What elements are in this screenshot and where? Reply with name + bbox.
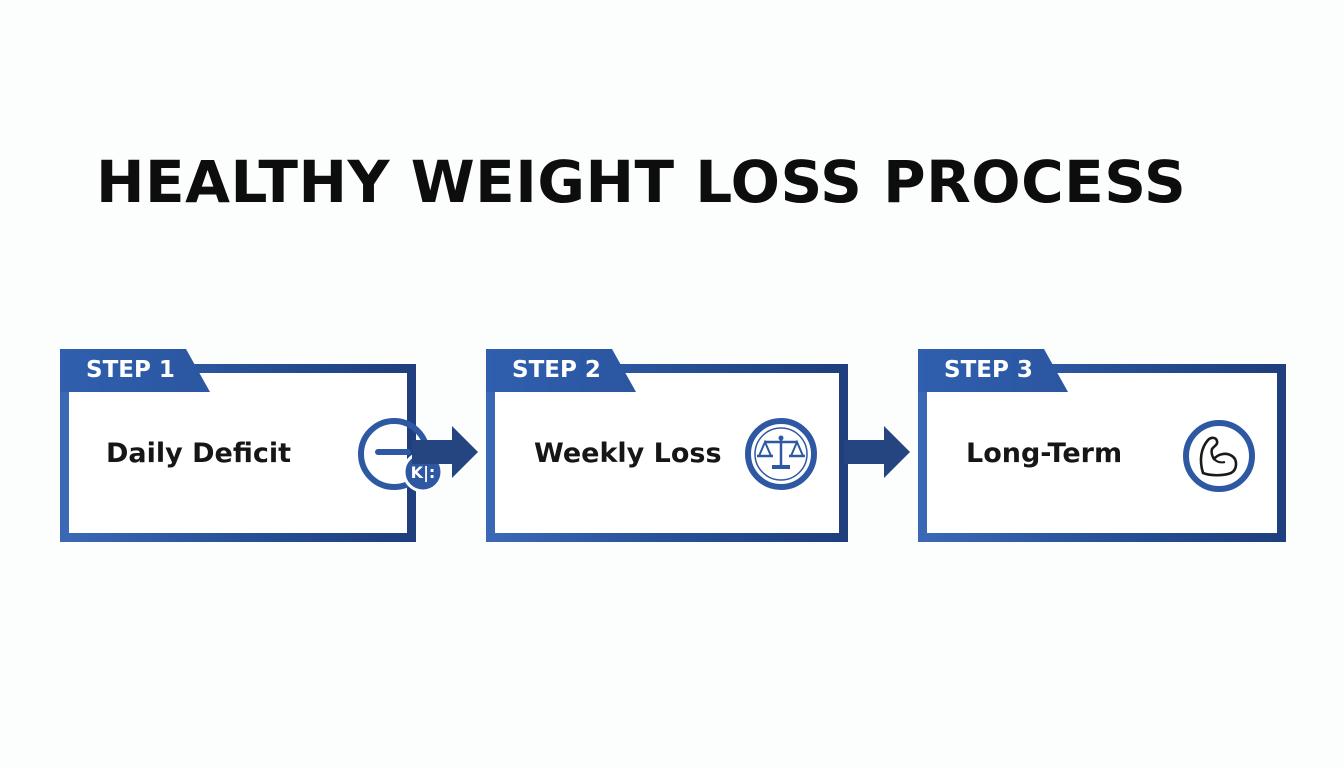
step-2-label: Weekly Loss: [534, 438, 722, 469]
arrow-step2-to-step3: [844, 426, 914, 478]
flexed-arm-icon: [1181, 418, 1257, 494]
step-2-box: [486, 364, 848, 542]
step-1-tab: STEP 1: [60, 349, 210, 392]
step-2-tab: STEP 2: [486, 349, 636, 392]
step-3-label: Long-Term: [966, 438, 1123, 469]
step-3-card: STEP 3 Long-Term: [918, 349, 1286, 542]
step-2-card: STEP 2 Weekly Loss: [486, 349, 848, 542]
page-title: HEALTHY WEIGHT LOSS PROCESS: [96, 148, 1187, 216]
step-1-label: Daily Deficit: [106, 438, 292, 469]
scale-icon: [743, 416, 819, 492]
step-1-card: STEP 1 Daily Deficit K|:: [60, 349, 444, 542]
arrow-step1-to-step2: [412, 426, 482, 478]
svg-text:K|:: K|:: [411, 463, 436, 483]
step-3-tab: STEP 3: [918, 349, 1068, 392]
step-1-box: [60, 364, 416, 542]
